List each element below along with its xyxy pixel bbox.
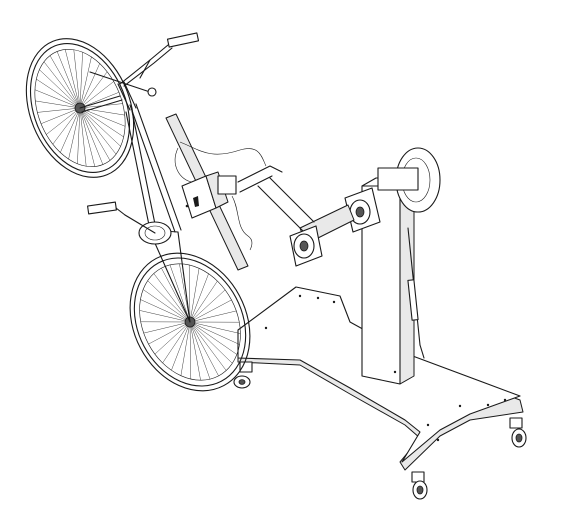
rear-wheel — [129, 252, 251, 392]
wheel-spoke — [161, 267, 191, 323]
wheel-spoke — [68, 107, 81, 160]
wheel-spoke — [139, 310, 191, 323]
wheel-spoke — [189, 321, 233, 364]
wheel-spoke — [189, 321, 241, 334]
wheel-spoke — [79, 107, 104, 165]
wheel-spoke — [77, 107, 81, 164]
caster-rear-left — [233, 361, 253, 389]
wheel-spoke — [189, 321, 192, 380]
caster-front-left — [411, 471, 428, 500]
wheel-spoke — [37, 107, 81, 113]
wheel-spoke — [79, 107, 87, 167]
crankset — [87, 201, 172, 245]
wheel-spoke — [79, 81, 114, 109]
wheel-spoke — [143, 321, 191, 334]
wheel-spoke — [189, 321, 201, 381]
wheel-spoke — [73, 49, 81, 109]
wheel-spoke — [189, 273, 209, 323]
wheel-spoke — [79, 107, 117, 155]
cables — [174, 141, 267, 251]
wheel-spoke — [142, 289, 191, 323]
wheel-spoke — [60, 107, 81, 153]
gas-spring — [407, 227, 425, 359]
wheel-spoke — [46, 107, 81, 135]
wheel-spoke — [79, 107, 111, 161]
wheel-spoke — [34, 89, 81, 109]
telescopic-arm — [237, 165, 355, 245]
wheel-spoke — [189, 321, 240, 345]
wheel-spoke — [79, 63, 100, 109]
wheel-spoke — [171, 321, 191, 371]
wheel-spoke — [79, 107, 124, 138]
brake-disc — [377, 147, 441, 213]
wheel-spoke — [56, 51, 81, 109]
wheel-spoke — [189, 310, 237, 323]
wheel-spoke — [189, 321, 211, 380]
clamp-head — [181, 171, 237, 219]
wheel-spoke — [154, 321, 191, 355]
wheel-spoke — [189, 321, 227, 371]
wheel-spoke — [79, 107, 96, 167]
wheel-spoke — [36, 78, 81, 109]
wheel-spoke — [140, 299, 191, 323]
wheel-spoke — [52, 107, 81, 145]
base-bolt-holes — [264, 294, 507, 442]
wheel-spoke — [79, 52, 83, 109]
wheel-spoke — [189, 321, 238, 355]
wheel-spoke — [79, 107, 125, 116]
arm-joint-motor — [289, 225, 323, 267]
wheel-spoke — [79, 56, 92, 109]
wheel-spoke — [49, 55, 81, 109]
caster-front-right — [509, 417, 527, 448]
wheel-spoke — [39, 69, 81, 109]
wheel-spoke — [180, 321, 191, 376]
wheel-spoke — [189, 289, 226, 323]
front-wheel — [25, 38, 135, 178]
wheel-spoke — [162, 321, 191, 364]
wheel-spoke — [79, 107, 126, 127]
wheel-spoke — [169, 264, 191, 323]
wheel-spoke — [189, 321, 219, 377]
wheel-spoke — [35, 100, 81, 109]
wheel-spoke — [147, 280, 191, 323]
wheel-spoke — [189, 268, 200, 323]
wheel-spoke — [79, 107, 121, 147]
wheel-spoke — [153, 273, 191, 323]
wheel-spoke — [189, 280, 218, 323]
wheel-spoke — [79, 71, 108, 109]
bicycle-frame — [79, 81, 191, 323]
wheel-spoke — [41, 107, 81, 124]
wheel-spoke — [43, 61, 81, 109]
handlebar — [89, 32, 200, 97]
wheel-spoke — [64, 49, 81, 109]
wheel-spoke — [148, 321, 191, 345]
wheel-spoke — [189, 299, 232, 323]
wheel-spoke — [79, 92, 119, 109]
wheel-spoke — [188, 264, 191, 323]
